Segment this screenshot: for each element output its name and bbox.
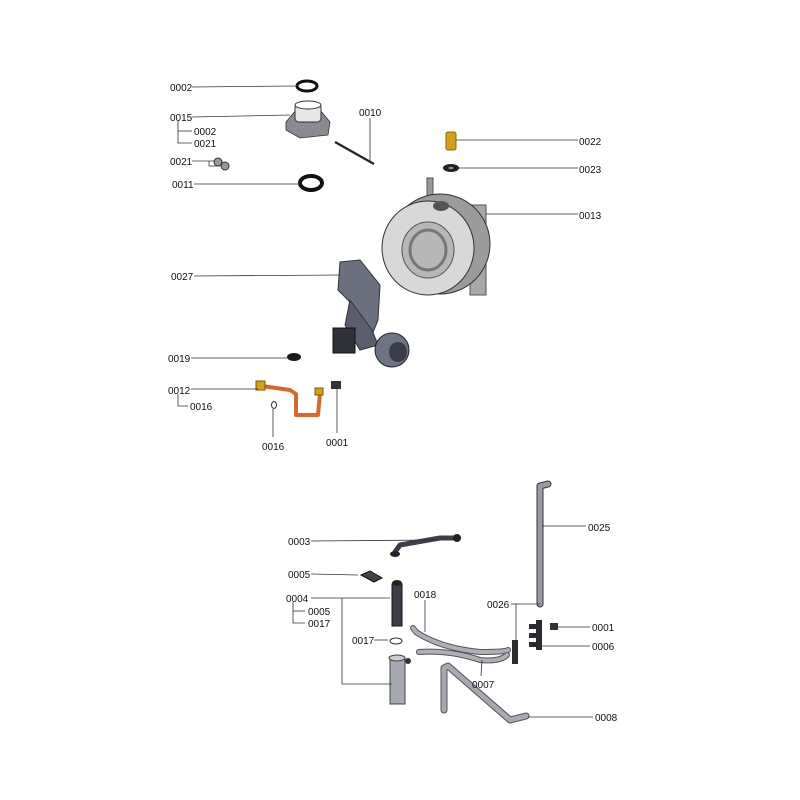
part-0018-hose[interactable] — [410, 625, 511, 655]
label-0004-sub-0017: 0017 — [308, 619, 331, 630]
part-0006-manifold[interactable] — [529, 620, 542, 650]
label-0011: 0011 — [172, 180, 194, 191]
label-0026: 0026 — [487, 600, 510, 611]
label-0017: 0017 — [352, 636, 375, 647]
part-0017-o-ring[interactable] — [389, 637, 403, 645]
part-0001-clip[interactable] — [331, 381, 341, 389]
part-0021-plug[interactable] — [213, 157, 230, 171]
label-0016: 0016 — [262, 442, 285, 453]
label-0023: 0023 — [579, 165, 602, 176]
part-0027-fan-gas-valve[interactable] — [332, 259, 410, 368]
label-0018: 0018 — [414, 590, 437, 601]
label-0022: 0022 — [579, 137, 602, 148]
label-0027: 0027 — [171, 272, 194, 283]
part-0026-connector[interactable] — [512, 640, 518, 664]
part-0015-burner-head[interactable] — [285, 100, 331, 139]
part-0010-electrode[interactable] — [334, 141, 375, 165]
part-0023-washer[interactable] — [443, 164, 459, 172]
part-0013-heat-exchanger[interactable] — [381, 177, 491, 296]
label-0004-sub-0005: 0005 — [308, 607, 331, 618]
part-0019-washer[interactable] — [287, 353, 301, 361]
label-0001-lower: 0001 — [592, 623, 615, 634]
label-0008: 0008 — [595, 713, 618, 724]
part-0002-seal-ring[interactable] — [295, 79, 319, 93]
part-0011-gasket[interactable] — [298, 174, 324, 192]
label-0015-sub-0002: 0002 — [194, 127, 217, 138]
label-0019: 0019 — [168, 354, 191, 365]
part-0025-pipe[interactable] — [536, 480, 552, 608]
label-0025: 0025 — [588, 523, 611, 534]
label-0013: 0013 — [579, 211, 602, 222]
leader-lines-upper — [177, 85, 578, 437]
label-0015-sub-0021: 0021 — [194, 139, 217, 150]
part-0004-siphon-tube[interactable] — [391, 580, 403, 627]
label-0007: 0007 — [472, 680, 495, 691]
part-0003-pipe[interactable] — [390, 534, 461, 557]
part-0016-o-ring[interactable] — [271, 401, 277, 409]
part-0007-hose[interactable] — [416, 648, 510, 664]
label-0001: 0001 — [326, 438, 349, 449]
part-0005-clip[interactable] — [359, 570, 384, 583]
label-0004: 0004 — [286, 594, 309, 605]
label-0015: 0015 — [170, 113, 193, 124]
label-0005: 0005 — [288, 570, 311, 581]
label-0002: 0002 — [170, 83, 193, 94]
label-0006: 0006 — [592, 642, 615, 653]
part-0004-siphon-cup[interactable] — [388, 654, 411, 705]
label-0012-sub-0016: 0016 — [190, 402, 213, 413]
label-0012: 0012 — [168, 386, 191, 397]
part-0012-copper-pipe[interactable] — [255, 380, 324, 417]
label-0021: 0021 — [170, 157, 193, 168]
part-0008-pipe[interactable] — [440, 662, 530, 724]
label-0003: 0003 — [288, 537, 311, 548]
part-0001-clip-lower[interactable] — [550, 623, 558, 630]
leader-lines-lower — [292, 525, 593, 718]
part-0022-air-vent[interactable] — [445, 131, 457, 151]
label-0010: 0010 — [359, 108, 382, 119]
